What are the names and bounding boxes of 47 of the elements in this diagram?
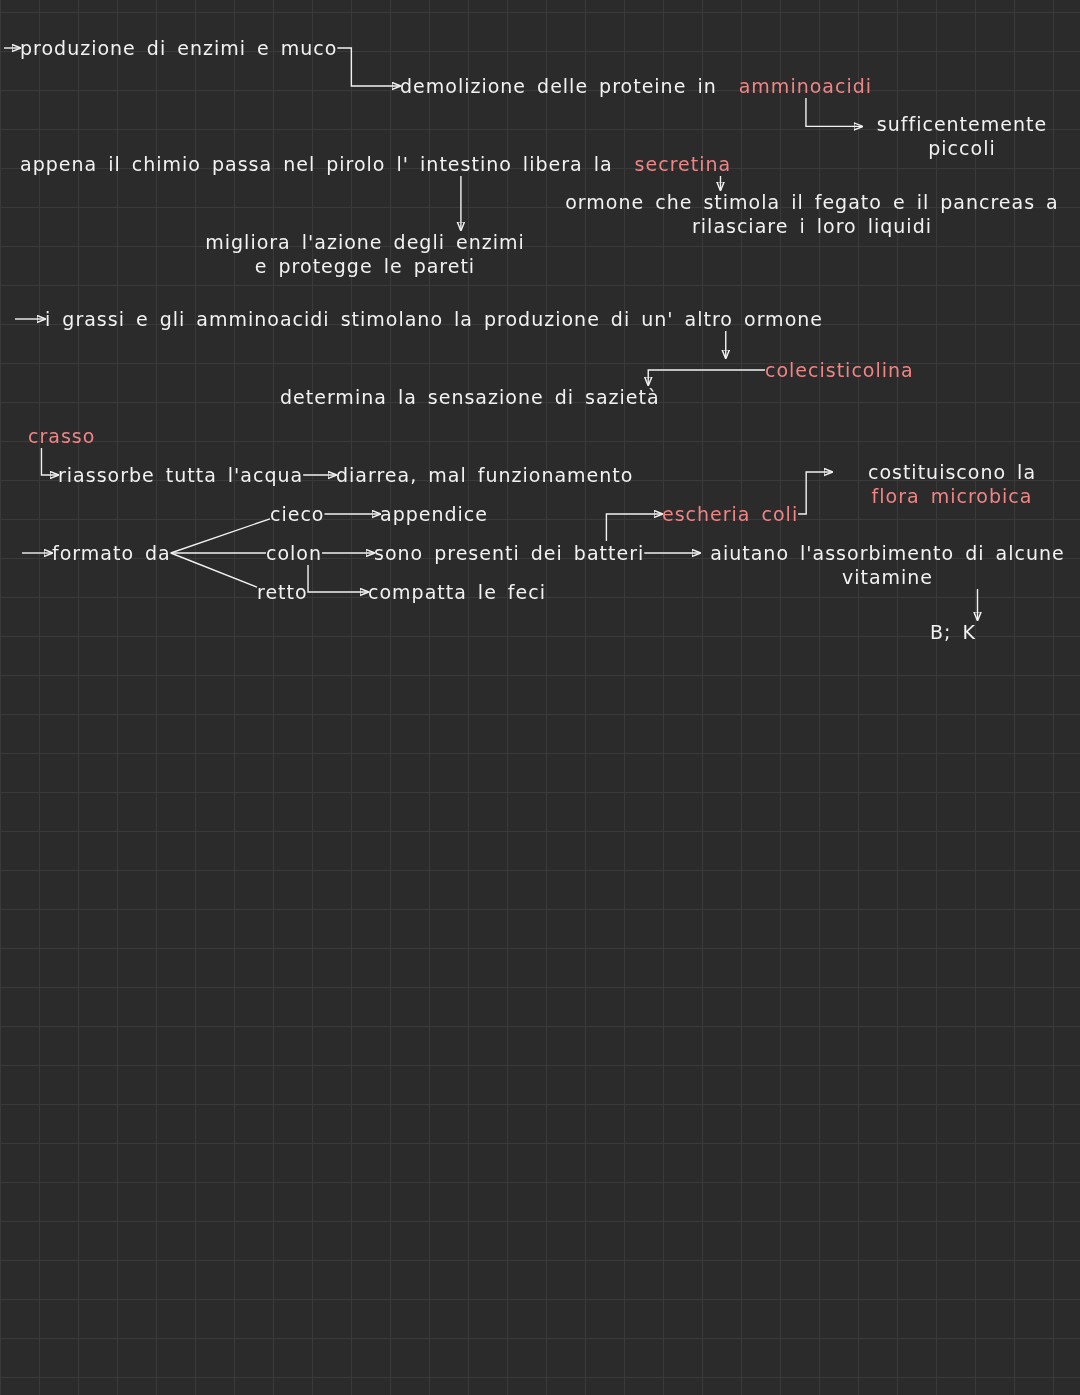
arrow	[321, 548, 376, 558]
note-text: appendice	[380, 502, 488, 526]
arrow	[973, 588, 982, 622]
note-text: diarrea, mal funzionamento	[336, 463, 634, 487]
note-text: B; K	[930, 620, 976, 644]
highlighted-term: escheria coli	[662, 502, 799, 526]
connector-line	[170, 518, 271, 554]
arrow	[336, 47, 402, 91]
highlighted-term: colecisticolina	[765, 358, 914, 382]
note-text: aiutano l'assorbimento di alcune vitamine	[700, 541, 1075, 589]
arrow	[716, 175, 725, 192]
arrow	[40, 447, 60, 480]
arrow	[323, 509, 382, 519]
note-text: i grassi e gli amminoacidi stimolano la produzione di un' altro ormone	[45, 307, 823, 331]
arrow	[21, 548, 54, 558]
note-text: determina la sensazione di sazietà	[280, 385, 660, 409]
note-text: migliora l'azione degli enzimi e protegge le pareti	[200, 230, 530, 278]
highlighted-term: secretina	[634, 153, 732, 175]
arrow	[643, 369, 766, 387]
arrow	[797, 467, 834, 515]
arrow	[14, 314, 47, 324]
note-text: produzione di enzimi e muco	[20, 36, 338, 60]
note-text: demolizione delle proteine in	[400, 75, 717, 97]
arrow	[605, 509, 664, 542]
note-text: colon	[266, 541, 323, 565]
arrow	[721, 330, 731, 360]
note-text: compatta le feci	[368, 580, 546, 604]
highlighted-term: amminoacidi	[738, 75, 873, 97]
connector-line	[170, 552, 267, 554]
note-text: costituiscono la	[866, 460, 1038, 484]
arrow	[302, 470, 338, 480]
arrow	[643, 548, 702, 558]
note-text: ormone che stimola il fegato e il pancreas a rilasciare i loro liquidi	[548, 190, 1076, 238]
arrow	[456, 175, 466, 232]
highlighted-term: flora microbica	[870, 484, 1034, 508]
connector-line	[170, 552, 258, 588]
note-text: sufficentemente piccoli	[862, 112, 1062, 160]
note-text: sono presenti dei batteri	[374, 541, 645, 565]
arrow	[3, 43, 22, 53]
note-text: cieco	[270, 502, 325, 526]
arrow	[307, 564, 370, 597]
note-text: retto	[257, 580, 308, 604]
highlighted-term: crasso	[28, 424, 96, 448]
note-text: appena il chimio passa nel pirolo l' intestino libera la	[20, 153, 613, 175]
arrow	[805, 97, 864, 131]
note-text: formato da	[52, 541, 171, 565]
note-text: riassorbe tutta l'acqua	[58, 463, 304, 487]
